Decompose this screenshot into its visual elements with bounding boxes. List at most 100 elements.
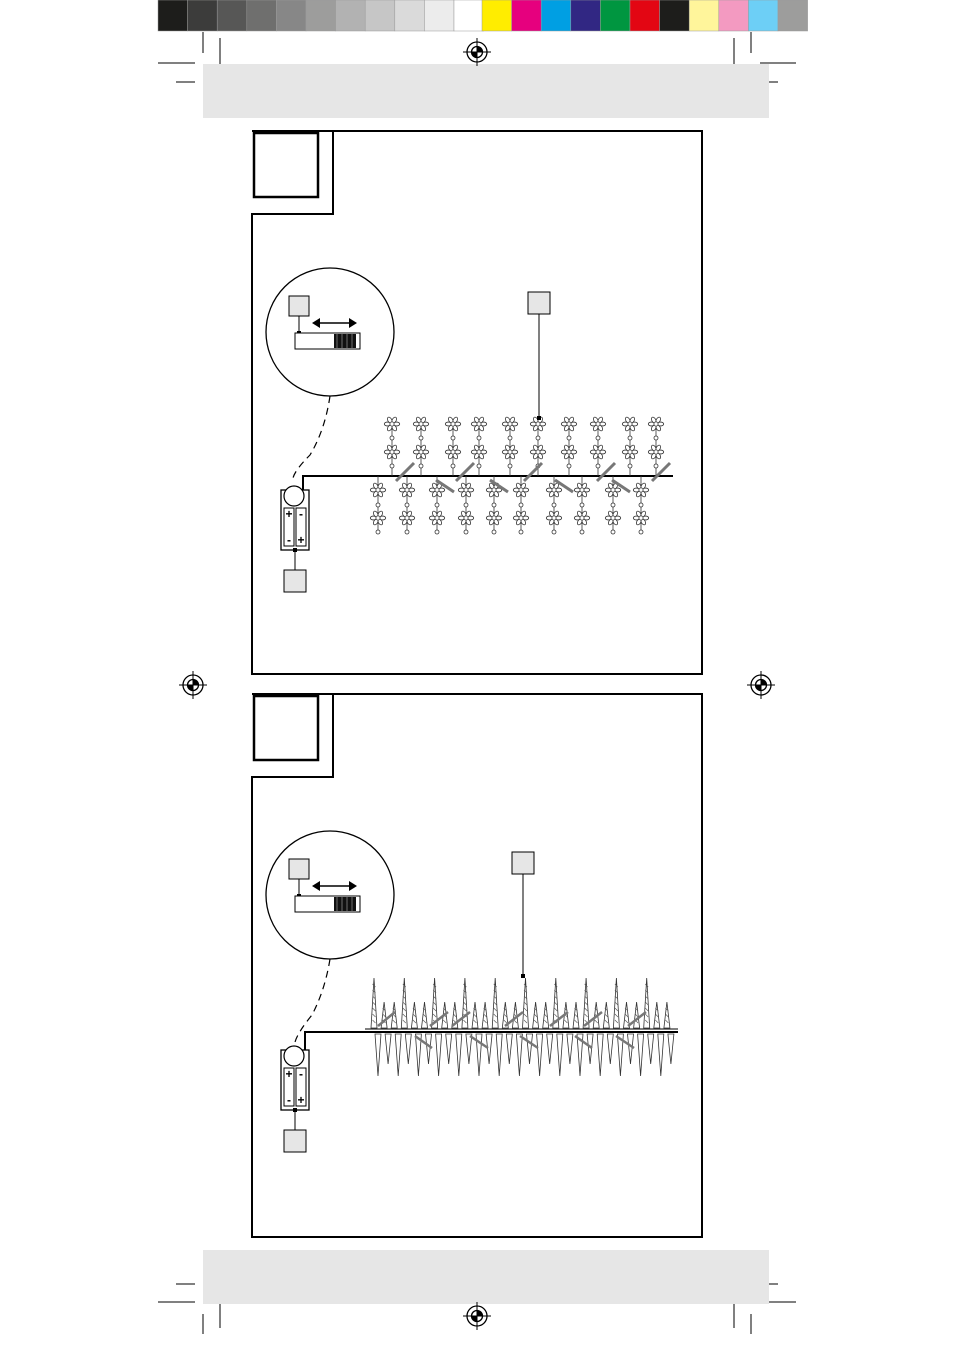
icicle-light-icon <box>606 1033 614 1065</box>
flower-light-icon <box>485 482 503 498</box>
flower-light-icon <box>560 444 578 460</box>
flower-light-icon <box>512 482 530 498</box>
icicle-light-icon <box>505 1033 513 1065</box>
switch-callout-box <box>288 858 310 880</box>
flower-light-icon <box>428 482 446 498</box>
registration-mark-icon <box>179 671 207 699</box>
flower-light-icon <box>412 416 430 432</box>
color-swatch <box>777 0 808 32</box>
flower-light-icon <box>369 482 387 498</box>
icicle-light-icon <box>532 1001 540 1029</box>
gray-swatch <box>305 0 336 32</box>
gray-swatch <box>335 0 366 32</box>
svg-text:+: + <box>285 507 292 521</box>
gray-swatch <box>453 0 484 32</box>
flower-light-icon <box>621 416 639 432</box>
main-cable <box>302 475 673 490</box>
ground-stake <box>489 478 509 494</box>
figure-1-label-box <box>252 131 320 199</box>
flower-light-icon <box>369 510 387 526</box>
icicle-light-icon <box>445 1033 453 1065</box>
ground-stake <box>522 461 544 483</box>
color-swatch <box>748 0 779 32</box>
gray-swatch <box>394 0 425 32</box>
icicle-light-icon <box>374 1033 382 1077</box>
ground-stake <box>574 1034 593 1050</box>
color-swatch <box>511 0 542 32</box>
ground-stake <box>377 1011 396 1027</box>
flower-light-icon <box>589 444 607 460</box>
color-swatch <box>718 0 749 32</box>
flower-light-icon <box>470 444 488 460</box>
icicle-light-icon <box>602 1001 610 1029</box>
flower-light-icon <box>383 444 401 460</box>
ground-stake <box>549 1011 569 1027</box>
icicle-light-icon <box>667 1033 675 1065</box>
icicle-light-icon <box>425 1033 432 1065</box>
flower-light-icon <box>501 416 519 432</box>
flower-light-icon <box>398 482 416 498</box>
ground-stake <box>454 461 476 483</box>
battery-cell <box>283 507 295 547</box>
figure-1-frame <box>251 130 703 675</box>
icicle-light-icon <box>455 1033 463 1077</box>
icicle-light-icon <box>643 977 651 1029</box>
icicle-light-icon <box>526 1033 533 1065</box>
gray-swatch <box>187 0 218 32</box>
gray-swatch <box>246 0 277 32</box>
icicle-light-icon <box>556 1033 564 1077</box>
registration-mark-icon <box>747 671 775 699</box>
gray-swatch <box>364 0 396 32</box>
dashed-leader-line <box>292 395 331 479</box>
icicle-light-icon <box>522 977 529 1029</box>
icicle-light-icon <box>546 1033 554 1065</box>
flower-light-icon <box>412 444 430 460</box>
icicle-light-icon <box>566 1033 574 1065</box>
print-color-bar <box>157 0 808 32</box>
registration-mark-icon <box>463 38 491 66</box>
flower-light-icon <box>632 482 650 498</box>
figure-2-panel: +--+ <box>251 693 703 1238</box>
flower-light-icon <box>485 510 503 526</box>
icicle-light-icon <box>647 1033 655 1065</box>
ground-stake <box>429 1011 449 1027</box>
ground-stake <box>394 461 416 483</box>
flower-light-icon <box>428 510 446 526</box>
icicle-light-icon <box>410 1001 418 1029</box>
crop-marks <box>158 32 796 1334</box>
gray-swatch <box>276 0 307 32</box>
icicle-light-icon <box>515 1033 523 1077</box>
switch-marker-circle <box>283 485 305 507</box>
flower-light-icon <box>501 444 519 460</box>
color-swatch <box>600 0 631 32</box>
icicle-light-icon <box>582 977 590 1029</box>
flower-light-icon <box>589 416 607 432</box>
flower-light-icon <box>398 510 416 526</box>
flower-light-icon <box>383 416 401 432</box>
icicle-light-icon <box>421 1001 428 1029</box>
icicle-light-icon <box>616 1033 624 1077</box>
icicle-light-icon <box>414 1033 422 1077</box>
flower-light-icon <box>621 444 639 460</box>
icicle-light-icon <box>394 1033 402 1077</box>
color-swatch <box>540 0 572 32</box>
switch-marker-circle <box>283 1045 305 1067</box>
flower-light-icon <box>604 482 622 498</box>
flower-light-icon <box>444 444 462 460</box>
icicle-light-icon <box>485 1033 493 1065</box>
flower-light-icon <box>647 444 665 460</box>
battery-callout-box <box>283 569 307 593</box>
svg-text:+: + <box>297 533 304 547</box>
icicle-light-icon <box>404 1033 412 1065</box>
battery-cell <box>283 1067 295 1107</box>
svg-text:-: - <box>287 533 291 547</box>
ground-stake <box>435 478 455 494</box>
ground-stake <box>451 1011 471 1027</box>
icicle-light-icon <box>653 1001 661 1029</box>
top-gray-band <box>203 64 769 118</box>
flower-light-icon <box>632 510 650 526</box>
icicle-light-icon <box>471 1001 479 1029</box>
ground-stake <box>650 461 672 483</box>
registration-mark-icon <box>463 1302 491 1330</box>
icicle-light-icon <box>633 1001 641 1029</box>
